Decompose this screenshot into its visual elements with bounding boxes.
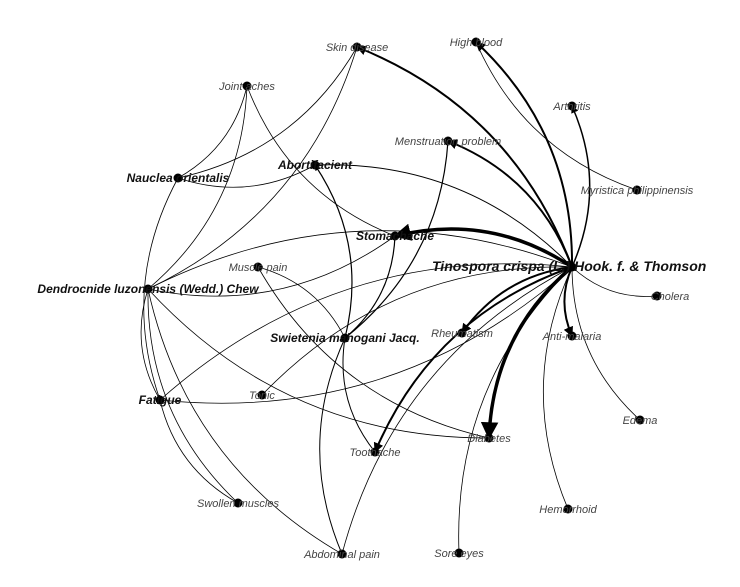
node-label-tonic: Tonic <box>249 390 275 402</box>
edge-tinospora-skin <box>356 45 573 268</box>
label-layer: Tinospora crispa (L.) Hook. f. & Thomson… <box>37 37 706 561</box>
node-dot-diabetes[interactable] <box>484 433 494 443</box>
node-dot-hemorrhoid[interactable] <box>563 504 573 514</box>
node-dot-tinospora[interactable] <box>567 262 577 272</box>
edge-dendrocnide-stomachache <box>147 235 396 297</box>
node-label-cholera: Cholera <box>651 291 690 303</box>
node-dot-nauclea[interactable] <box>173 173 183 183</box>
edge-tinospora-cholera <box>571 266 658 297</box>
edge-fatigue-tinospora <box>159 266 573 404</box>
edge-swietenia-stomachache <box>344 235 396 339</box>
edge-swietenia-musclepain <box>257 266 346 339</box>
edge-nauclea-skin <box>177 46 358 179</box>
node-dot-soreeyes[interactable] <box>454 548 464 558</box>
node-dot-edema[interactable] <box>635 415 645 425</box>
node-label-abortifacient: Abortifacient <box>277 158 353 172</box>
node-label-swietenia: Swietenia mahogani Jacq. <box>270 331 419 345</box>
edge-fatigue-swollen <box>159 399 239 504</box>
edge-dendrocnide-diabetes <box>147 288 490 439</box>
node-layer <box>143 37 662 559</box>
node-dot-abortifacient[interactable] <box>310 160 320 170</box>
node-dot-musclepain[interactable] <box>253 262 263 272</box>
node-dot-arthritis[interactable] <box>567 101 577 111</box>
node-label-soreeyes: Sore eyes <box>434 548 484 560</box>
edge-tinospora-abdominal <box>341 266 573 555</box>
node-dot-jointaches[interactable] <box>242 81 252 91</box>
node-dot-dendrocnide[interactable] <box>143 284 153 294</box>
edge-tinospora-dendrocnide <box>147 230 573 290</box>
node-dot-swollen[interactable] <box>233 498 243 508</box>
edge-tinospora-toothache <box>373 266 573 453</box>
edge-nauclea-jointaches <box>177 85 248 179</box>
edge-tinospora-menstruation <box>447 139 573 268</box>
edge-tinospora-hemorrhoid <box>542 266 573 510</box>
node-label-dendrocnide: Dendrocnide luzonensis (Wedd.) Chew <box>37 282 259 296</box>
edge-tinospora-arthritis <box>571 105 591 268</box>
edge-tinospora-diabetes <box>480 265 574 440</box>
node-dot-cholera[interactable] <box>652 291 662 301</box>
node-dot-myristica[interactable] <box>632 185 642 195</box>
edge-swietenia-abortifacient <box>314 164 353 339</box>
node-label-skin: Skin disease <box>326 42 388 54</box>
node-label-menstruation: Menstruation problem <box>395 136 501 148</box>
edge-swietenia-abdominal <box>319 337 346 555</box>
edge-tinospora-soreeyes <box>458 266 573 554</box>
edge-tinospora-abortifacient <box>314 164 573 268</box>
node-label-nauclea: Nauclea orientalis <box>127 171 230 185</box>
edge-jointaches-stomachache <box>246 85 396 237</box>
edge-dendrocnide-fatigue <box>140 288 161 401</box>
edge-tinospora-edema <box>571 266 641 421</box>
node-label-highblood: High blood <box>450 37 503 49</box>
edge-tinospora-antimalaria <box>563 266 573 337</box>
node-label-tinospora: Tinospora crispa (L.) Hook. f. & Thomson <box>432 258 706 274</box>
node-dot-antimalaria[interactable] <box>567 331 577 341</box>
node-dot-fatigue[interactable] <box>155 395 165 405</box>
node-label-stomachache: Stomachache <box>356 229 434 243</box>
edge-tinospora-tonic <box>261 266 573 396</box>
node-label-fatigue: Fatigue <box>139 393 182 407</box>
node-dot-stomachache[interactable] <box>390 231 400 241</box>
node-label-swollen: Swollen muscles <box>197 498 279 510</box>
edge-tinospora-highblood <box>475 41 574 268</box>
edge-dendrocnide-swollen <box>147 288 239 504</box>
edge-layer <box>140 41 658 555</box>
node-label-musclepain: Muscle pain <box>229 262 288 274</box>
edge-musclepain-diabetes <box>257 266 490 439</box>
node-label-edema: Edema <box>623 415 658 427</box>
node-label-arthritis: Arthritis <box>552 101 591 113</box>
edge-dendrocnide-jointaches <box>147 85 248 290</box>
node-dot-skin[interactable] <box>352 42 362 52</box>
node-label-hemorrhoid: Hemorrhoid <box>539 504 597 516</box>
edge-dendrocnide-skin <box>147 46 358 290</box>
edge-highblood-myristica <box>475 41 638 191</box>
edge-swietenia-toothache <box>342 337 376 453</box>
node-label-myristica: Myristica philippinensis <box>581 185 694 197</box>
node-dot-toothache[interactable] <box>370 447 380 457</box>
node-dot-tonic[interactable] <box>257 390 267 400</box>
node-label-antimalaria: Anti-malaria <box>542 331 602 343</box>
edge-dendrocnide-abdominal <box>147 288 343 555</box>
edge-swietenia-menstruation <box>344 140 449 339</box>
node-dot-rheumatism[interactable] <box>457 328 467 338</box>
node-dot-abdominal[interactable] <box>337 549 347 559</box>
node-label-toothache: Toothache <box>350 447 401 459</box>
node-label-abdominal: Abdominal pain <box>303 549 380 561</box>
node-dot-swietenia[interactable] <box>340 333 350 343</box>
node-dot-menstruation[interactable] <box>443 136 453 146</box>
node-dot-highblood[interactable] <box>471 37 481 47</box>
node-label-rheumatism: Rheumatism <box>431 328 493 340</box>
node-label-jointaches: Joint aches <box>218 81 275 93</box>
node-label-diabetes: Diabetes <box>467 433 511 445</box>
